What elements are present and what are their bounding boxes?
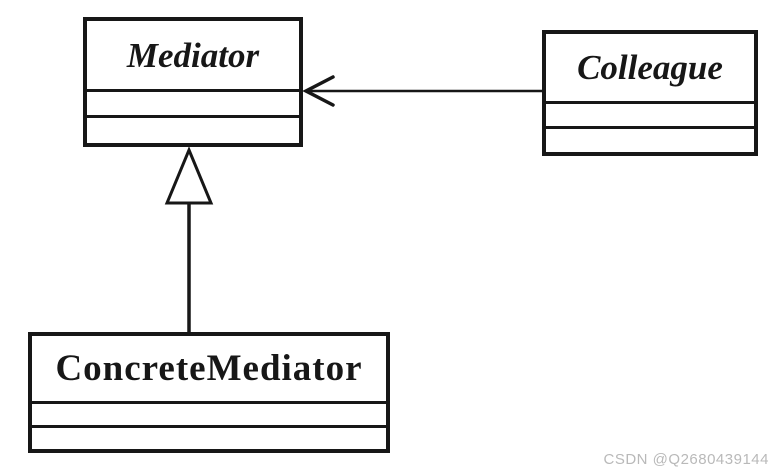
colleague-attributes-compartment — [546, 101, 754, 126]
watermark: CSDN @Q2680439144 — [603, 451, 769, 468]
mediator-attributes-compartment — [87, 89, 299, 115]
colleague-operations-compartment — [546, 126, 754, 152]
generalization-arrow — [164, 146, 214, 332]
concrete-mediator-operations-compartment — [32, 425, 386, 449]
class-name-colleague: Colleague — [577, 48, 723, 87]
class-box-mediator: Mediator — [83, 17, 303, 147]
concrete-mediator-attributes-compartment — [32, 401, 386, 425]
class-name-mediator: Mediator — [126, 35, 260, 75]
class-box-colleague: Colleague — [542, 30, 758, 156]
class-box-concrete-mediator: ConcreteMediator — [28, 332, 390, 453]
mediator-operations-compartment — [87, 115, 299, 143]
association-arrow — [302, 75, 542, 107]
class-name-concrete-mediator: ConcreteMediator — [55, 348, 363, 389]
